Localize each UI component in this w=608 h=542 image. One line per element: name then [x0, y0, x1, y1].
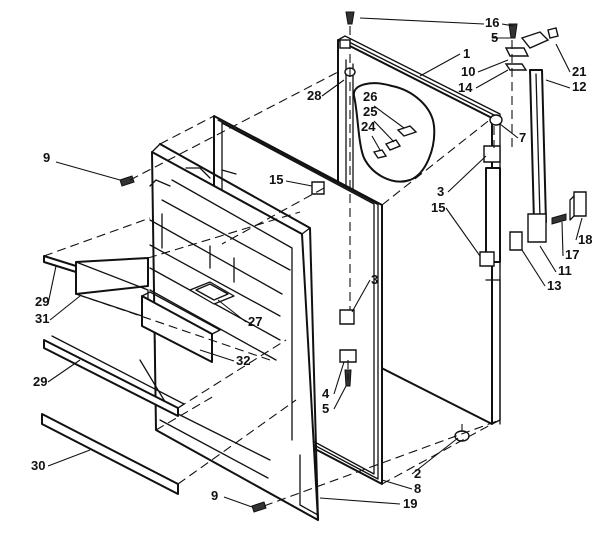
- shim-24: [372, 149, 388, 159]
- callout-16: 16: [485, 15, 499, 30]
- callout-27: 27: [248, 314, 262, 329]
- screw-right: [508, 23, 518, 39]
- handle-assembly: [479, 145, 587, 421]
- callout-5: 5: [322, 401, 329, 416]
- lower-hinge-4: [339, 349, 357, 363]
- callout-1: 1: [463, 46, 470, 61]
- callout-10: 10: [461, 64, 475, 79]
- callout-13: 13: [547, 278, 561, 293]
- callout-2: 2: [414, 466, 421, 481]
- lower-hinge-3: [339, 309, 355, 325]
- door-shelf: [189, 281, 235, 305]
- leader-lines: [47, 17, 583, 508]
- callout-8: 8: [414, 481, 421, 496]
- callout-28: 28: [307, 88, 321, 103]
- upper-hinge-bracket: [483, 145, 501, 163]
- shelf-front: [141, 291, 221, 363]
- top-hinge-block: [339, 39, 351, 49]
- handle-clip: [479, 251, 495, 267]
- hinge-top: [520, 31, 550, 49]
- bottom-trim: [41, 413, 179, 495]
- callout-12: 12: [572, 79, 586, 94]
- shim-26: [396, 125, 418, 137]
- screw-left: [345, 11, 355, 25]
- hinge-cap-small: [547, 27, 559, 39]
- callout-26: 26: [363, 89, 377, 104]
- handle-bracket: [509, 231, 523, 251]
- callout-21: 21: [572, 64, 586, 79]
- hinge-cap: [573, 191, 587, 217]
- callout-9: 9: [211, 488, 218, 503]
- callout-15: 15: [269, 172, 283, 187]
- door-stop: [489, 114, 503, 126]
- hinge-screw: [551, 213, 567, 225]
- top-hardware: [344, 11, 559, 126]
- callout-29: 29: [35, 294, 49, 309]
- lower-hardware: [119, 175, 470, 513]
- shelf-cover: [75, 257, 149, 319]
- callout-17: 17: [565, 247, 579, 262]
- hinge-shim: [504, 63, 528, 71]
- callout-9: 9: [43, 150, 50, 165]
- callout-3: 3: [371, 272, 378, 287]
- handle-bar: [529, 69, 547, 223]
- clip-15: [311, 181, 325, 195]
- screw-9-bottom: [251, 501, 267, 513]
- callout-14: 14: [458, 80, 473, 95]
- construction-lines: [43, 26, 513, 507]
- callout-30: 30: [31, 458, 45, 473]
- lower-hinge: [527, 213, 547, 243]
- callout-25: 25: [363, 104, 377, 119]
- callout-31: 31: [35, 311, 49, 326]
- callout-24: 24: [361, 119, 376, 134]
- hinge-pin-plate: [504, 47, 530, 57]
- callout-18: 18: [578, 232, 592, 247]
- callout-11: 11: [558, 263, 572, 278]
- screw-9-top: [119, 175, 135, 187]
- trim-strip-upper: [43, 255, 77, 273]
- callout-29: 29: [33, 374, 47, 389]
- callout-4: 4: [322, 386, 330, 401]
- callout-5: 5: [491, 30, 498, 45]
- callout-32: 32: [236, 353, 250, 368]
- callout-3: 3: [437, 184, 444, 199]
- callout-7: 7: [519, 130, 526, 145]
- callout-19: 19: [403, 496, 417, 511]
- callout-15: 15: [431, 200, 445, 215]
